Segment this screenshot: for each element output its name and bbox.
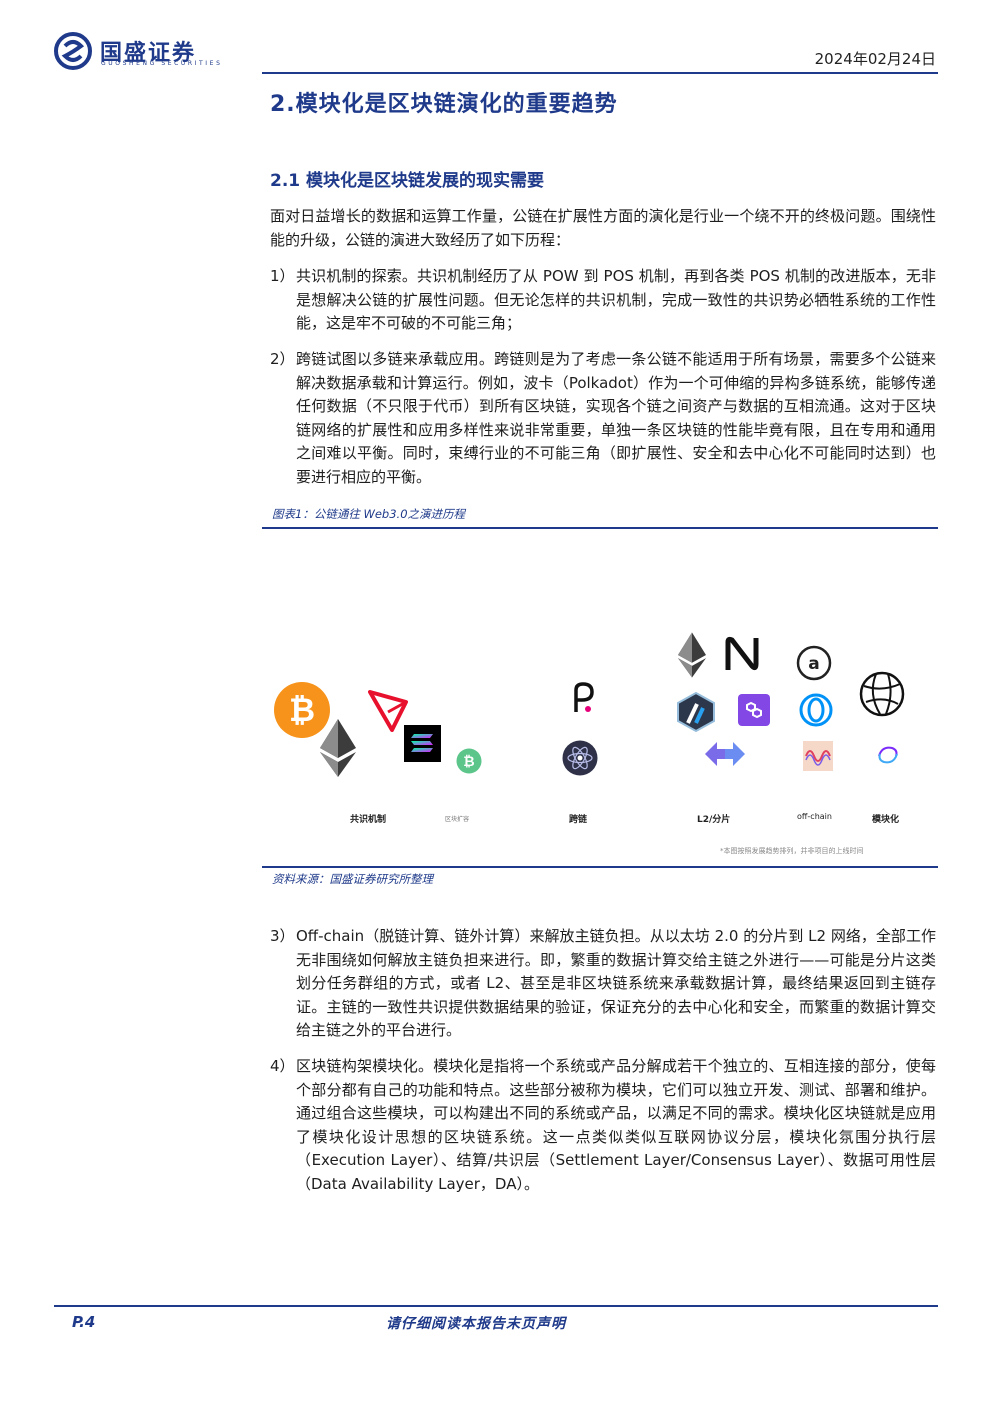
ethereum-icon [678, 632, 706, 678]
globe-icon [859, 671, 905, 717]
header-divider [262, 72, 938, 74]
list-item-number: 2） [270, 350, 295, 368]
list-item-number: 4） [270, 1057, 295, 1075]
tron-icon [368, 690, 408, 732]
figure-note: *本图按照发展趋势排列，并非项目的上线时间 [720, 847, 864, 855]
footer-divider [54, 1305, 938, 1307]
celestia-icon [878, 746, 898, 764]
near-icon [725, 636, 759, 671]
list-item-text: 共识机制的探索。共识机制经历了从 POW 到 POS 机制，再到各类 POS 机… [296, 267, 936, 332]
figure-top-rule [262, 527, 938, 529]
svg-text:a: a [808, 654, 819, 674]
polkadot-icon [574, 682, 594, 712]
list-item-text: Off-chain（脱链计算、链外计算）来解放主链负担。从以太坊 2.0 的分片… [296, 927, 936, 1039]
bitcoin-cash-icon: ₿ [456, 748, 482, 774]
figure-label-consensus: 共识机制 [350, 815, 387, 825]
polygon-icon [738, 694, 770, 726]
arbitrum-icon [677, 692, 715, 732]
figure-caption: 图表1：公链通往 Web3.0之演进历程 [272, 507, 466, 521]
list-item-number: 3） [270, 927, 295, 945]
page-number: P.4 [72, 1313, 96, 1331]
list-item: 3） Off-chain（脱链计算、链外计算）来解放主链负担。从以太坊 2.0 … [270, 925, 936, 1043]
list-item-text: 区块链构架模块化。模块化是指将一个系统或产品分解成若干个独立的、互相连接的部分，… [296, 1057, 936, 1193]
figure-label-expansion: 区块扩容 [445, 816, 470, 823]
figure-source: 资料来源：国盛证券研究所整理 [272, 872, 433, 886]
figure-label-modular: 模块化 [872, 815, 900, 825]
figure-label-crosschain: 跨链 [569, 815, 588, 825]
bitcoin-icon: ₿ [274, 682, 330, 738]
figure-label-offchain: off-chain [797, 812, 832, 821]
section-title: 2.模块化是区块链演化的重要趋势 [270, 92, 618, 117]
list-item: 2） 跨链试图以多链来承载应用。跨链则是为了考虑一条公链不能适用于所有场景，需要… [270, 348, 936, 489]
company-logo-english: GUOSHENG SECURITIES [101, 60, 223, 67]
company-logo-icon [54, 32, 92, 70]
svg-text:₿: ₿ [289, 691, 315, 729]
company-logo-text: 国盛证券 [100, 41, 197, 66]
list-item: 1） 共识机制的探索。共识机制经历了从 POW 到 POS 机制，再到各类 PO… [270, 265, 936, 336]
report-date: 2024年02月24日 [814, 50, 936, 68]
arweave-icon: a [796, 645, 832, 681]
offchain-wave-icon [803, 741, 833, 771]
figure-label-l2: L2/分片 [697, 815, 731, 825]
figure-bottom-rule [262, 866, 938, 868]
bridge-arrows-icon [705, 742, 745, 766]
subsection-title: 2.1 模块化是区块链发展的现实需要 [270, 171, 545, 191]
disclaimer-note: 请仔细阅读本报告末页声明 [386, 1316, 566, 1332]
list-item-number: 1） [270, 267, 295, 285]
ethereum-icon [320, 719, 356, 777]
list-item: 4） 区块链构架模块化。模块化是指将一个系统或产品分解成若干个独立的、互相连接的… [270, 1055, 936, 1196]
list-item-text: 跨链试图以多链来承载应用。跨链则是为了考虑一条公链不能适用于所有场景，需要多个公… [296, 350, 936, 486]
intro-paragraph: 面对日益增长的数据和运算工作量，公链在扩展性方面的演化是行业一个绕不开的终极问题… [270, 207, 936, 249]
oasis-icon [799, 693, 833, 727]
svg-text:₿: ₿ [463, 754, 474, 770]
solana-icon [404, 725, 441, 762]
cosmos-icon [562, 740, 598, 776]
